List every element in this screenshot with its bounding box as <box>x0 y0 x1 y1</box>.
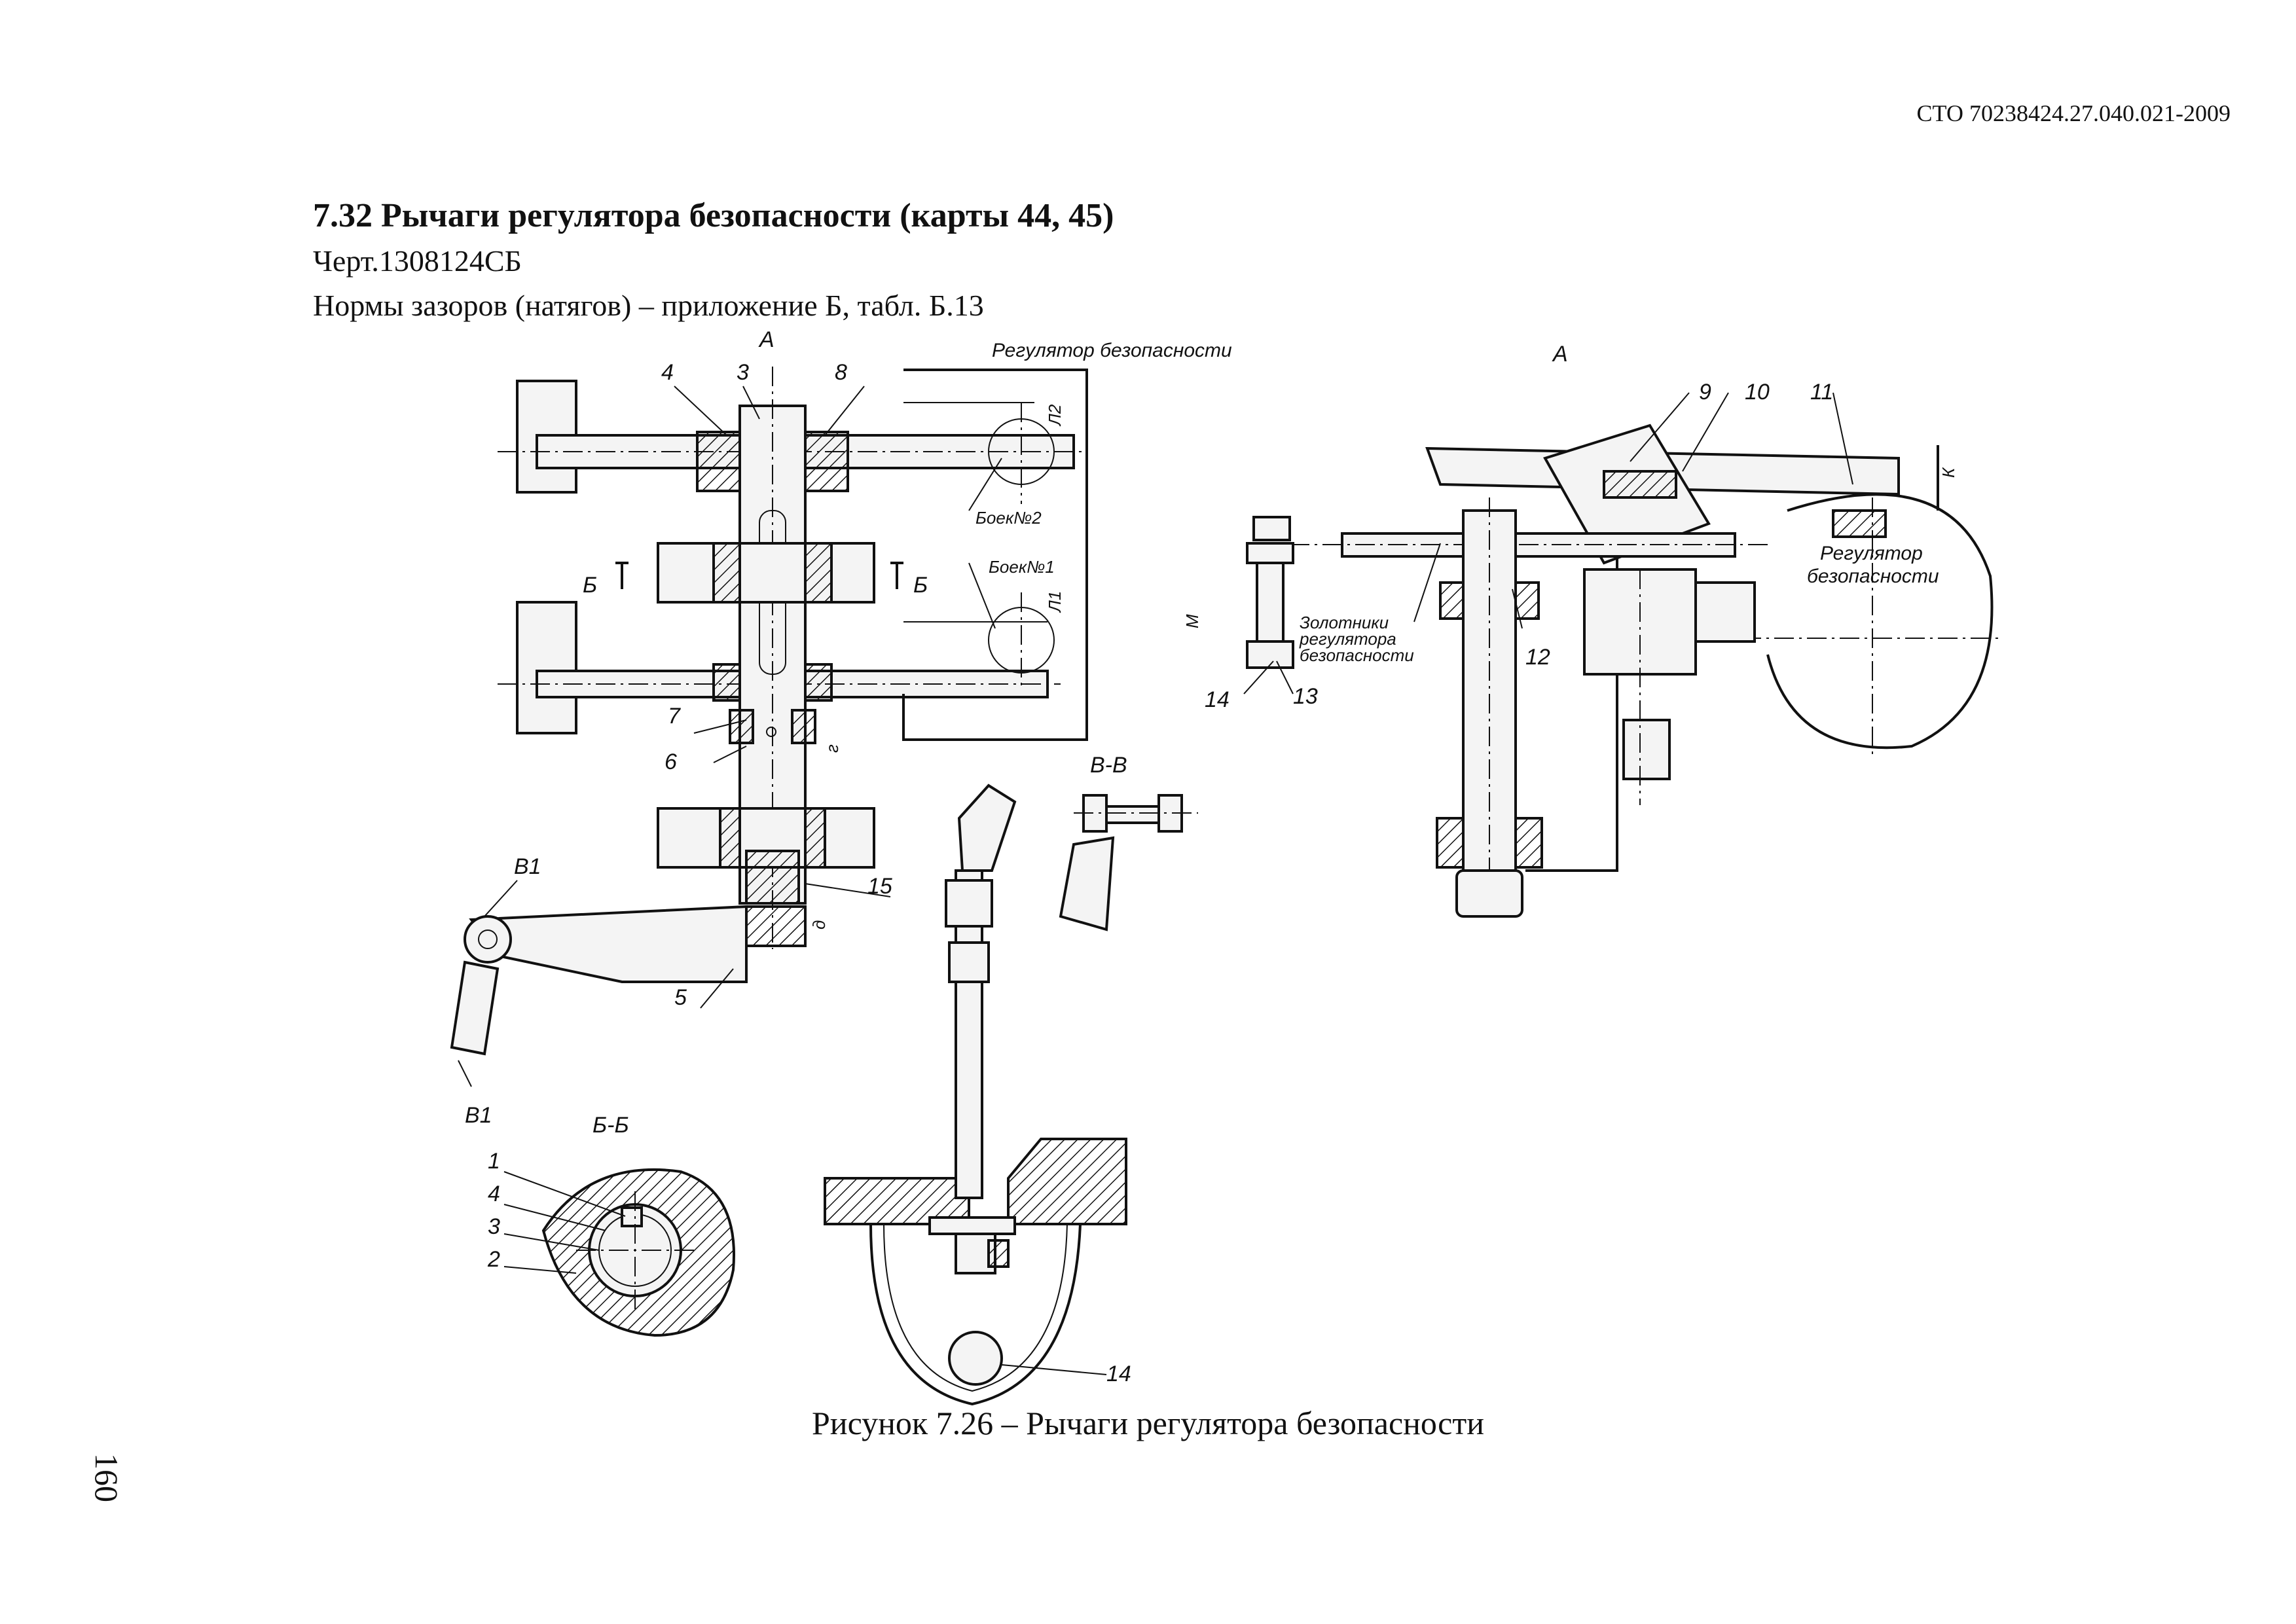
label-section-vv: В-В <box>1090 753 1127 778</box>
shaft-end-cap <box>745 905 807 947</box>
label-m: М <box>1182 614 1202 628</box>
label-view-a-right: А <box>1552 342 1568 367</box>
side-frame <box>1525 555 1618 872</box>
vv-lever <box>1059 836 1115 931</box>
label-7: 7 <box>668 704 681 729</box>
section-title: 7.32 Рычаги регулятора безопасности (кар… <box>313 197 1114 234</box>
label-striker-1: Боек№1 <box>989 557 1055 577</box>
label-v1-top: В1 <box>514 854 541 879</box>
regulator-frame <box>902 369 1088 741</box>
clearance-norms-reference: Нормы зазоров (натягов) – приложение Б, … <box>313 289 984 322</box>
label-13: 13 <box>1293 684 1318 709</box>
left-main-view <box>450 367 1088 1087</box>
label-3-bb: 3 <box>488 1214 500 1239</box>
spool-rod <box>1256 562 1285 643</box>
label-section-b-left: Б <box>583 573 597 598</box>
label-9: 9 <box>1699 380 1711 405</box>
label-1-bb: 1 <box>488 1149 500 1174</box>
label-10: 10 <box>1745 380 1770 405</box>
label-l2: Л2 <box>1045 404 1065 427</box>
lower-weight-block <box>516 601 577 734</box>
bottom-nut <box>1455 869 1523 918</box>
section-b-b-view <box>503 1168 735 1337</box>
label-8: 8 <box>835 360 847 385</box>
regulator-disc <box>1766 493 1994 749</box>
label-regulator-top: Регулятор безопасности <box>992 340 1232 361</box>
upper-left-bushing <box>696 431 741 492</box>
angled-rod-end <box>957 784 1017 872</box>
label-2-bb: 2 <box>487 1247 500 1272</box>
page-number: 160 <box>88 1453 125 1502</box>
upper-bearing-housing <box>657 542 875 604</box>
label-14-bottom: 14 <box>1106 1362 1131 1386</box>
label-6: 6 <box>665 749 677 774</box>
section-v-v-view <box>1059 794 1198 931</box>
handle-lever <box>469 905 748 983</box>
label-v1-bottom: В1 <box>465 1103 492 1128</box>
label-section-bb: Б-Б <box>592 1113 629 1138</box>
label-g: г <box>822 744 842 753</box>
right-main-view <box>1243 392 2003 923</box>
handle-grip <box>450 960 500 1056</box>
label-4-bb: 4 <box>488 1182 500 1206</box>
label-view-a-left: А <box>758 327 774 352</box>
label-spools-2: регулятора <box>1299 629 1396 649</box>
label-regulator-right-1: Регулятор <box>1820 543 1923 564</box>
label-striker-2: Боек№2 <box>975 508 1042 528</box>
center-bottom-view <box>824 784 1127 1406</box>
weight-ball <box>948 1331 1003 1386</box>
label-3-top: 3 <box>737 360 749 385</box>
label-11: 11 <box>1810 380 1833 405</box>
label-15: 15 <box>867 874 892 899</box>
label-5: 5 <box>674 985 687 1010</box>
cup-housing <box>869 1223 1082 1406</box>
label-section-b-right: Б <box>913 573 928 598</box>
label-l1: Л1 <box>1045 591 1065 613</box>
label-regulator-right-2: безопасности <box>1807 566 1939 587</box>
label-spools-1: Золотники <box>1300 613 1389 632</box>
label-d: д <box>809 920 829 929</box>
label-14-right: 14 <box>1205 687 1230 712</box>
label-4-top: 4 <box>661 360 674 385</box>
drawing-reference: Черт.1308124СБ <box>313 244 522 278</box>
label-12: 12 <box>1525 645 1550 670</box>
label-k: К <box>1939 467 1958 478</box>
figure-caption: Рисунок 7.26 – Рычаги регулятора безопас… <box>812 1405 1484 1441</box>
figure-labels: А А 4 3 8 Регулятор безопасности Боек№2 … <box>465 327 1958 1386</box>
document-code: СТО 70238424.27.040.021-2009 <box>1916 100 2231 126</box>
label-spools-3: безопасности <box>1300 645 1414 665</box>
bb-key <box>621 1206 643 1227</box>
